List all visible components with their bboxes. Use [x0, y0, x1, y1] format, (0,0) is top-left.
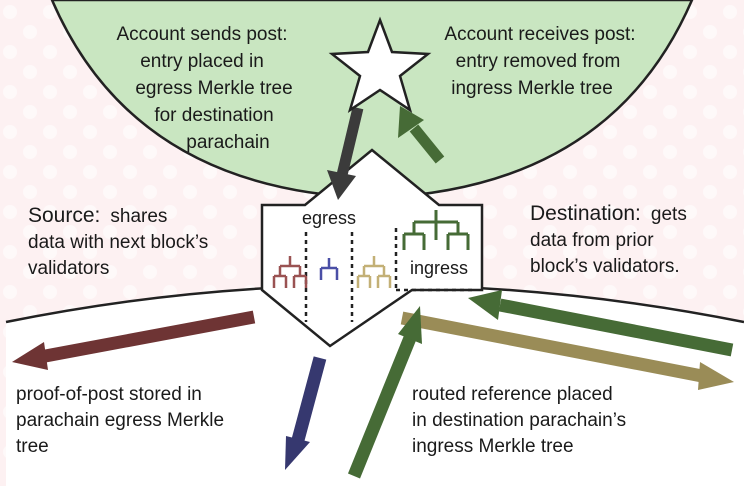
bottom-left-line: tree	[16, 436, 49, 457]
bottom-right-label: routed reference placed in destination p…	[412, 384, 626, 457]
top-right-line: entry removed from	[456, 51, 621, 72]
source-label: Source: shares data with next block’s va…	[28, 204, 208, 279]
destination-heading: Destination:	[530, 202, 641, 225]
source-heading: Source:	[28, 204, 100, 227]
arrow-relay-to-ingress	[347, 306, 422, 479]
star-icon	[328, 16, 432, 113]
arrow-send-to-egress	[327, 106, 364, 200]
arrow-ingress-to-receive	[398, 106, 445, 164]
destination-text-line: block’s validators.	[530, 256, 680, 277]
top-left-line: Account sends post:	[116, 24, 287, 45]
top-left-line: entry placed in	[140, 51, 264, 72]
source-text-line: data with next block’s	[28, 232, 208, 253]
bottom-right-line: routed reference placed	[412, 384, 613, 405]
bottom-left-line: parachain egress Merkle	[16, 410, 224, 431]
source-text-line: shares	[110, 206, 167, 227]
merkle-tree-icon	[402, 210, 470, 250]
top-left-line: egress Merkle tree	[135, 78, 292, 99]
destination-label: Destination: gets data from prior block’…	[530, 202, 687, 277]
top-right-line: ingress Merkle tree	[451, 78, 613, 99]
top-left-label: Account sends post: entry placed in egre…	[116, 24, 292, 153]
arrow-routed-reference	[400, 311, 734, 390]
top-right-label: Account receives post: entry removed fro…	[444, 24, 635, 99]
bottom-right-line: ingress Merkle tree	[412, 436, 574, 457]
top-left-line: parachain	[186, 132, 269, 153]
top-left-line: for destination	[154, 105, 273, 126]
svg-text:Source: shares: Source: shares	[28, 204, 167, 227]
merkle-tree-icon	[272, 256, 308, 288]
bottom-left-label: proof-of-post stored in parachain egress…	[16, 384, 224, 457]
top-right-line: Account receives post:	[444, 24, 635, 45]
egress-box-label: egress	[302, 208, 356, 228]
bottom-right-line: in destination parachain’s	[412, 410, 626, 431]
arrow-egress-down	[285, 356, 327, 470]
merkle-tree-icon	[356, 256, 392, 288]
arrow-destination-in	[468, 290, 734, 357]
source-text-line: validators	[28, 258, 109, 279]
destination-text-line: data from prior	[530, 230, 654, 251]
bottom-left-line: proof-of-post stored in	[16, 384, 202, 405]
svg-text:Destination: gets: Destination: gets	[530, 202, 687, 225]
destination-text-line: gets	[651, 204, 687, 225]
merkle-tree-icon	[319, 258, 339, 280]
arrow-proof-of-post	[12, 310, 256, 370]
ingress-box-label: ingress	[410, 258, 468, 278]
